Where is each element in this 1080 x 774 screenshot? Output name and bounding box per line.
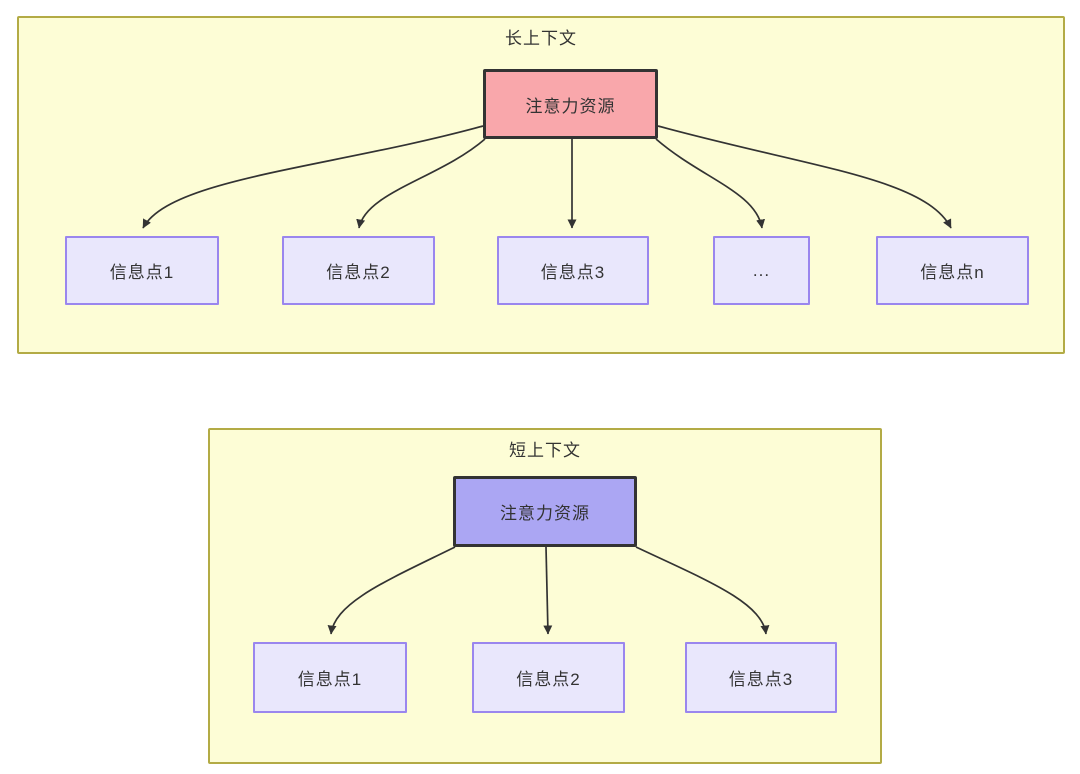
long-info-point-3: 信息点3 <box>497 236 649 305</box>
long-attention-resource-box: 注意力资源 <box>483 69 658 139</box>
long-context-title: 长上下文 <box>505 29 577 48</box>
long-info-point-n: 信息点n <box>876 236 1029 305</box>
short-context-title: 短上下文 <box>509 441 581 460</box>
long-info-point-ellipsis: ... <box>713 236 810 305</box>
short-info-point-1: 信息点1 <box>253 642 407 713</box>
short-attention-resource-box: 注意力资源 <box>453 476 637 547</box>
long-info-point-2: 信息点2 <box>282 236 435 305</box>
short-info-point-2: 信息点2 <box>472 642 625 713</box>
long-info-point-1: 信息点1 <box>65 236 219 305</box>
short-info-point-3: 信息点3 <box>685 642 837 713</box>
